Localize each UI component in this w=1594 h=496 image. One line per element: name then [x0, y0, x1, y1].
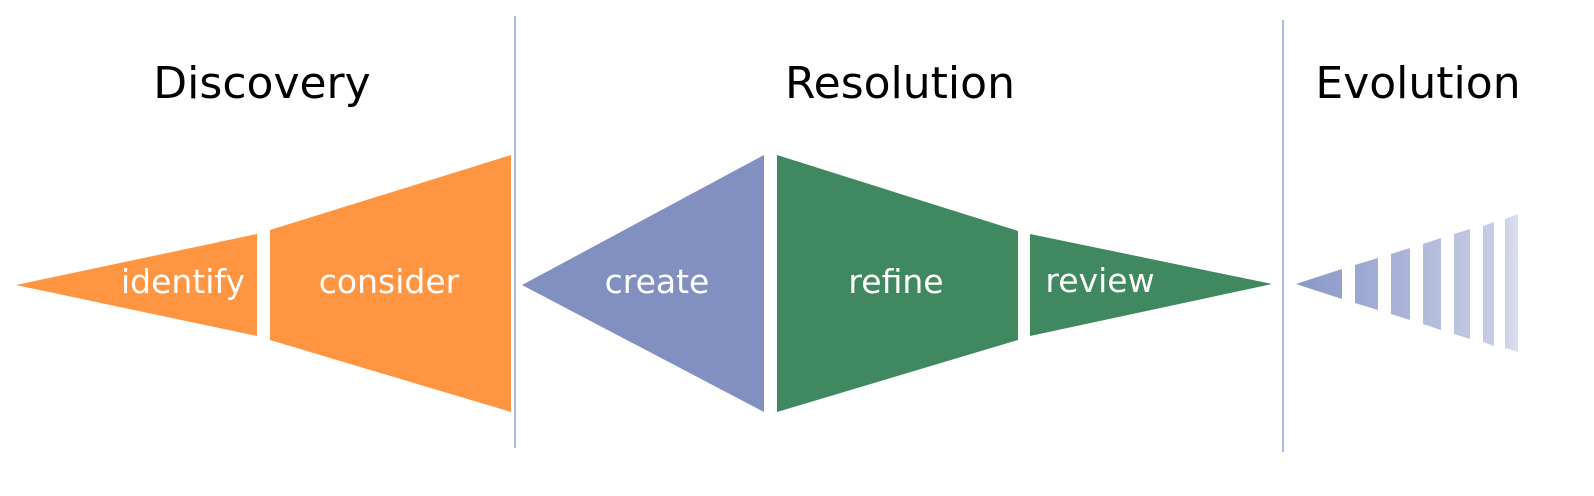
evolution-slice [1505, 214, 1518, 352]
identify-shape [16, 234, 257, 336]
create-shape [522, 155, 764, 412]
evolution-slice [1423, 238, 1441, 330]
consider-shape [270, 155, 511, 412]
evolution-slice [1355, 258, 1378, 310]
evolution-slice [1296, 269, 1342, 299]
consider-label: consider [319, 262, 460, 301]
evolution-slice [1483, 222, 1494, 346]
review-label: review [1045, 261, 1154, 300]
evolution-slice [1454, 229, 1470, 339]
resolution-title: Resolution [785, 58, 1015, 109]
refine-label: refine [848, 262, 943, 301]
evolution-wedge [1296, 214, 1518, 352]
discovery-title: Discovery [153, 58, 370, 109]
evolution-title: Evolution [1315, 58, 1520, 109]
evolution-slice [1391, 248, 1410, 320]
create-label: create [605, 262, 710, 301]
identify-label: identify [121, 262, 245, 301]
refine-shape [777, 155, 1018, 412]
review-shape [1030, 234, 1272, 336]
